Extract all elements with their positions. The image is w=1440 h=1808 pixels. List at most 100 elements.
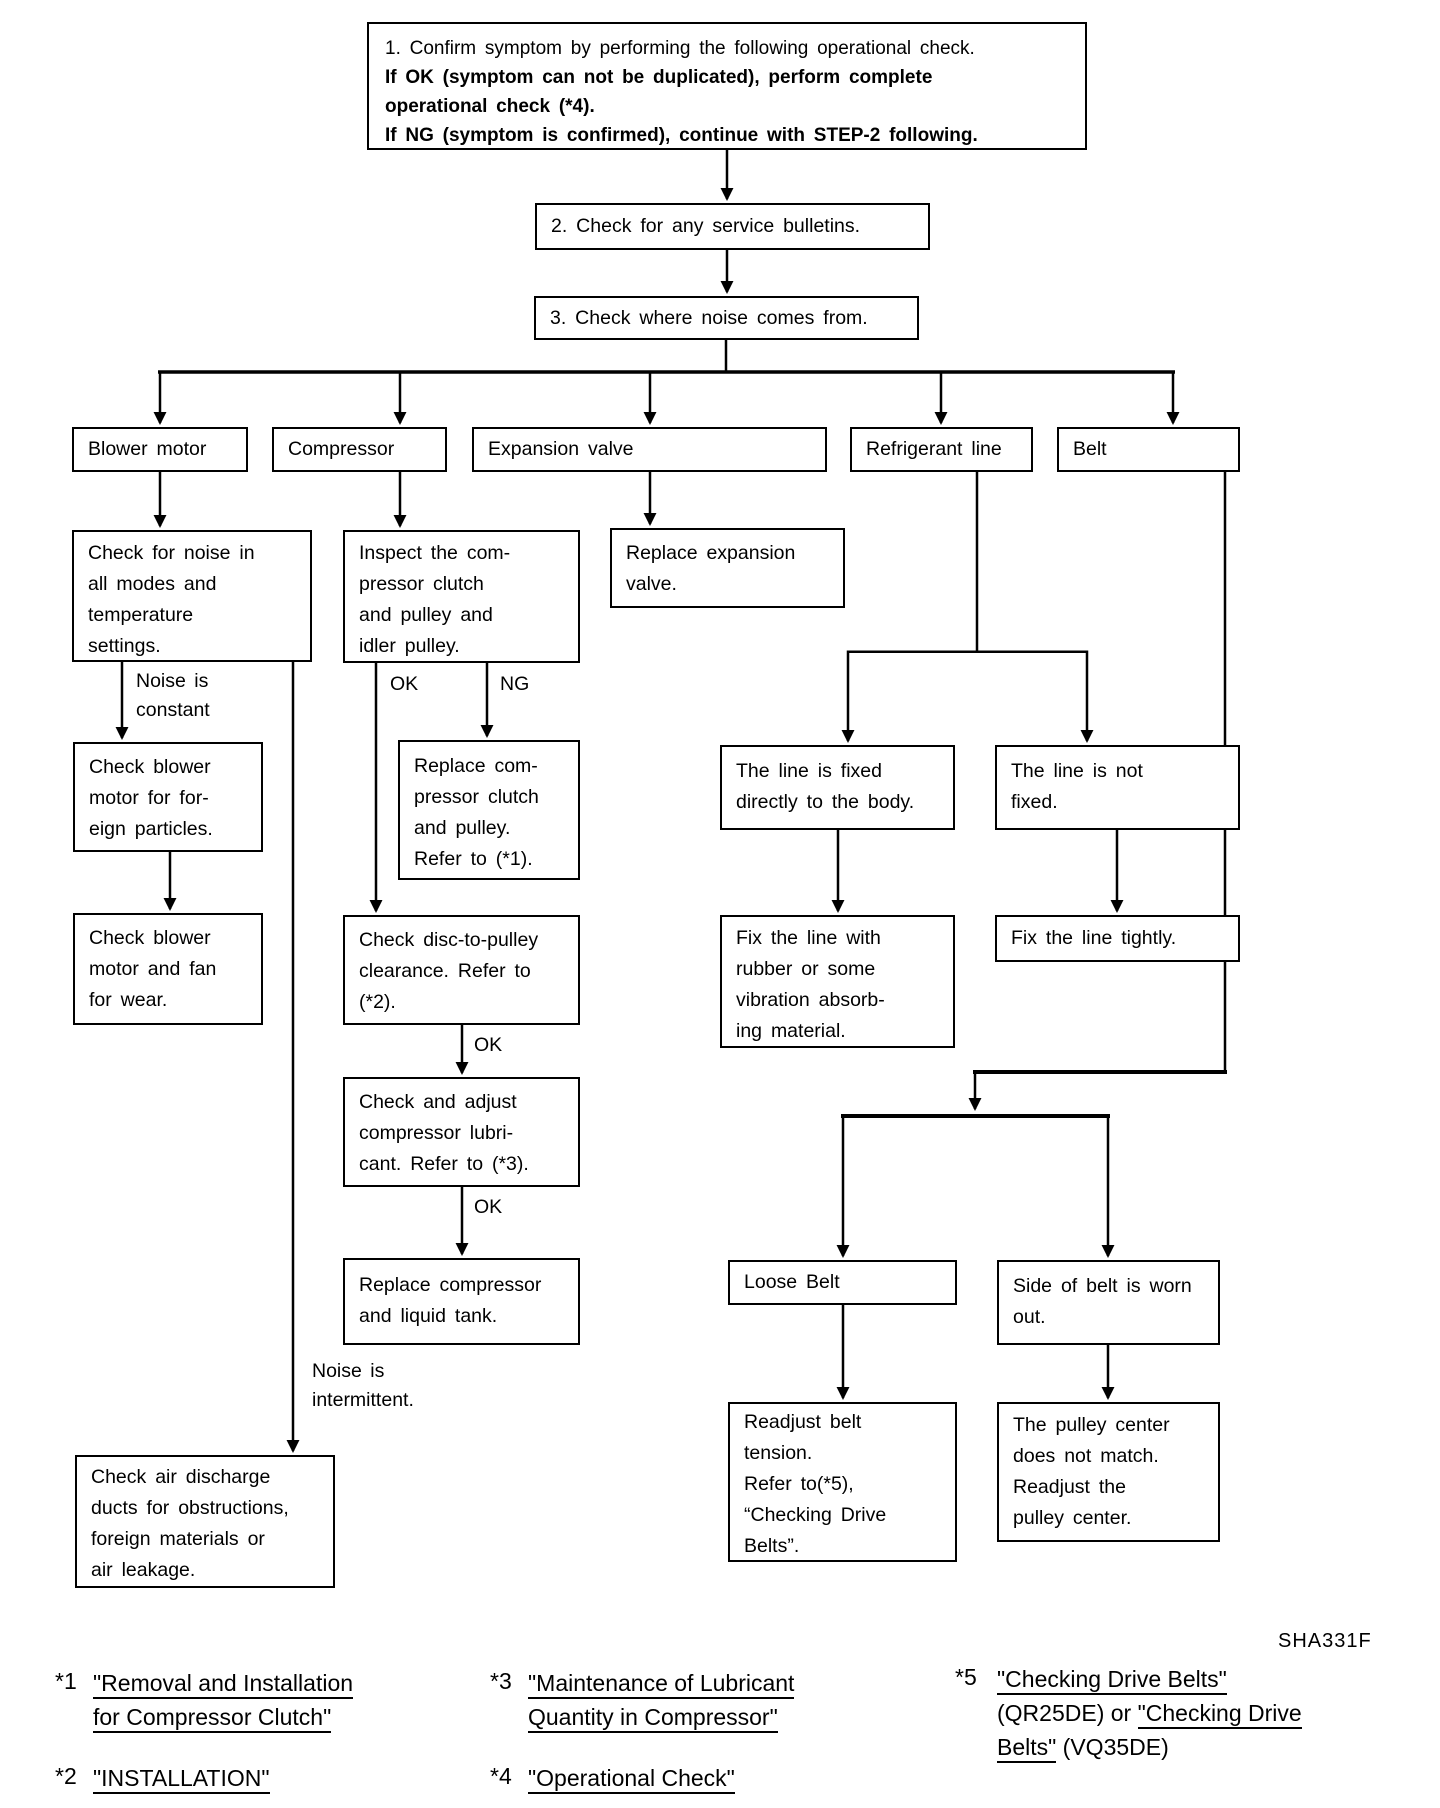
footnote-link-text[interactable]: "Removal and Installation: [93, 1670, 354, 1699]
box-text-line: 1. Confirm symptom by performing the fol…: [385, 38, 975, 59]
box-text-line: Check blower: [89, 927, 211, 949]
box-text-line: (*2).: [359, 991, 396, 1013]
footnote-5-link[interactable]: "Checking Drive Belts" (QR25DE) or "Chec…: [997, 1662, 1302, 1764]
box-text-line: If NG (symptom is confirmed), continue w…: [385, 125, 978, 146]
box-text-line: pressor clutch: [359, 573, 484, 595]
flowchart-box-check-noise-modes: Check for noise in all modes and tempera…: [72, 530, 312, 662]
footnote-3-marker: *3: [490, 1668, 512, 1694]
box-text-line: The pulley center: [1013, 1414, 1170, 1436]
box-text-line: vibration absorb-: [736, 989, 885, 1011]
box-text-line: “Checking Drive: [744, 1504, 887, 1526]
flowchart-box-readjust-belt-tension: Readjust belt tension. Refer to(*5), “Ch…: [728, 1402, 957, 1562]
flowchart-box-disc-to-pulley-clearance: Check disc-to-pulley clearance. Refer to…: [343, 915, 580, 1025]
box-text-line: tension.: [744, 1442, 813, 1464]
flowchart-box-replace-expansion-valve: Replace expansion valve.: [610, 528, 845, 608]
footnote-2-link[interactable]: "INSTALLATION": [93, 1761, 270, 1795]
box-text-line: Inspect the com-: [359, 542, 511, 564]
flowchart-box-replace-compressor-tank: Replace compressor and liquid tank.: [343, 1258, 580, 1345]
flowchart-box-readjust-pulley-center: The pulley center does not match. Readju…: [997, 1402, 1220, 1542]
box-text-line: Fix the line with: [736, 927, 881, 949]
box-text-line: directly to the body.: [736, 791, 915, 813]
box-text-line: pressor clutch: [414, 786, 539, 808]
box-text-line: Readjust belt: [744, 1411, 862, 1433]
flowchart-box-air-discharge-ducts: Check air discharge ducts for obstructio…: [75, 1455, 335, 1588]
footnote-link-text[interactable]: for Compressor Clutch": [93, 1704, 332, 1733]
box-text-line: ducts for obstructions,: [91, 1497, 289, 1519]
footnote-link-text[interactable]: "Maintenance of Lubricant: [528, 1670, 795, 1699]
footnote-1-marker: *1: [55, 1668, 77, 1694]
box-text-line: and pulley.: [414, 817, 511, 839]
box-text-line: all modes and: [88, 573, 217, 595]
footnote-link-text[interactable]: Quantity in Compressor": [528, 1704, 778, 1733]
footnote-link-text[interactable]: "Operational Check": [528, 1765, 735, 1794]
footnote-link-text[interactable]: Belts": [997, 1734, 1057, 1763]
footnote-plain-text: (QR25DE) or: [997, 1700, 1138, 1726]
flowchart-box-refrigerant-line: Refrigerant line: [850, 427, 1033, 472]
box-text-line: Replace expansion: [626, 542, 796, 564]
box-text-line: and pulley and: [359, 604, 493, 626]
footnote-plain-text: (VQ35DE): [1056, 1734, 1169, 1760]
flowchart-box-expansion-valve: Expansion valve: [472, 427, 827, 472]
box-text-line: does not match.: [1013, 1445, 1159, 1467]
box-text-line: and liquid tank.: [359, 1305, 498, 1327]
footnote-4-marker: *4: [490, 1763, 512, 1789]
footnote-3-link[interactable]: "Maintenance of Lubricant Quantity in Co…: [528, 1666, 795, 1734]
flowchart-box-belt-side-worn: Side of belt is worn out.: [997, 1260, 1220, 1345]
edge-label-line: Noise is: [312, 1360, 385, 1382]
box-text-line: air leakage.: [91, 1559, 196, 1581]
box-text-line: The line is not: [1011, 760, 1143, 782]
flowchart-box-inspect-clutch-pulley: Inspect the com- pressor clutch and pull…: [343, 530, 580, 663]
box-text-line: motor for for-: [89, 787, 209, 809]
box-text-line: If OK (symptom can not be duplicated), p…: [385, 67, 933, 88]
flowchart-box-compressor: Compressor: [272, 427, 447, 472]
flowchart-box-fix-line-tightly: Fix the line tightly.: [995, 915, 1240, 962]
box-text-line: Refer to(*5),: [744, 1473, 854, 1495]
box-text-line: eign particles.: [89, 818, 213, 840]
box-text-line: Replace compressor: [359, 1274, 542, 1296]
box-text-line: idler pulley.: [359, 635, 460, 657]
box-text-line: Check and adjust: [359, 1091, 517, 1113]
box-text-line: fixed.: [1011, 791, 1058, 813]
box-text-line: cant. Refer to (*3).: [359, 1153, 529, 1175]
edge-label-line: Noise is: [136, 670, 209, 692]
edge-label-line: intermittent.: [312, 1389, 414, 1411]
footnote-1-link[interactable]: "Removal and Installation for Compressor…: [93, 1666, 354, 1734]
flowchart-box-blower-fan-wear: Check blower motor and fan for wear.: [73, 913, 263, 1025]
footnote-4-link[interactable]: "Operational Check": [528, 1761, 735, 1795]
box-text-line: temperature: [88, 604, 194, 626]
flowchart-box-fix-line-rubber: Fix the line with rubber or some vibrati…: [720, 915, 955, 1048]
flowchart-box-step3: 3. Check where noise comes from.: [534, 296, 919, 340]
box-text-line: ing material.: [736, 1020, 846, 1042]
footnote-link-text[interactable]: "INSTALLATION": [93, 1765, 270, 1794]
box-text-line: compressor lubri-: [359, 1122, 514, 1144]
box-text-line: motor and fan: [89, 958, 217, 980]
flowchart-box-adjust-lubricant: Check and adjust compressor lubri- cant.…: [343, 1077, 580, 1187]
edge-label-ng-inspect: NG: [500, 673, 530, 695]
box-text-line: settings.: [88, 635, 161, 657]
box-text-line: Side of belt is worn: [1013, 1275, 1192, 1297]
footnote-link-text[interactable]: "Checking Drive Belts": [997, 1666, 1227, 1695]
footnote-5-marker: *5: [955, 1664, 977, 1690]
box-text-line: Check for noise in: [88, 542, 255, 564]
flowchart-box-blower-motor: Blower motor: [72, 427, 248, 472]
edge-label-ok-lubricant: OK: [474, 1196, 503, 1218]
box-text-line: Check blower: [89, 756, 211, 778]
edge-label-ok-inspect: OK: [390, 673, 419, 695]
footnote-2-marker: *2: [55, 1763, 77, 1789]
figure-code: SHA331F: [1278, 1630, 1372, 1652]
box-text-line: Refer to (*1).: [414, 848, 533, 870]
flowchart-box-replace-clutch-pulley: Replace com- pressor clutch and pulley. …: [398, 740, 580, 880]
box-text-line: Check air discharge: [91, 1466, 271, 1488]
flowchart-box-belt: Belt: [1057, 427, 1240, 472]
flowchart-box-blower-foreign-particles: Check blower motor for for- eign particl…: [73, 742, 263, 852]
box-text-line: The line is fixed: [736, 760, 882, 782]
box-text-line: for wear.: [89, 989, 168, 1011]
box-text-line: rubber or some: [736, 958, 876, 980]
box-text-line: clearance. Refer to: [359, 960, 531, 982]
flowchart-box-loose-belt: Loose Belt: [728, 1260, 957, 1305]
box-text-line: Check disc-to-pulley: [359, 929, 539, 951]
edge-label-noise-intermittent: Noise is intermittent.: [312, 1357, 414, 1415]
footnote-link-text[interactable]: "Checking Drive: [1137, 1700, 1302, 1729]
box-text-line: out.: [1013, 1306, 1046, 1328]
